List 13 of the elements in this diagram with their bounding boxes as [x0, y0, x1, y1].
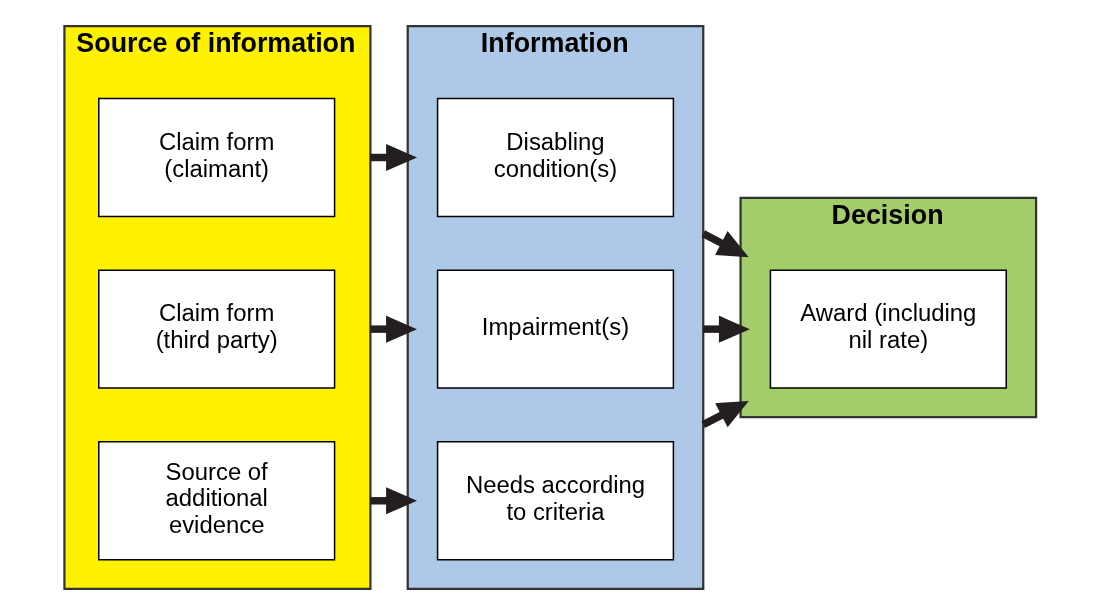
arrow: [703, 315, 750, 343]
arrow: [370, 315, 418, 343]
node-box: Award (including nil rate): [769, 269, 1007, 389]
node-box: Needs according to criteria: [436, 441, 675, 561]
arrow: [370, 487, 418, 515]
arrow: [701, 230, 749, 258]
node-box: Claim form (third party): [98, 269, 336, 389]
node-box: Source of additional evidence: [98, 441, 336, 561]
node-box: Disabling condition(s): [436, 97, 675, 218]
arrow: [701, 400, 749, 428]
arrow: [370, 143, 418, 172]
node-box: Claim form (claimant): [98, 97, 336, 218]
node-box: Impairment(s): [436, 269, 675, 389]
